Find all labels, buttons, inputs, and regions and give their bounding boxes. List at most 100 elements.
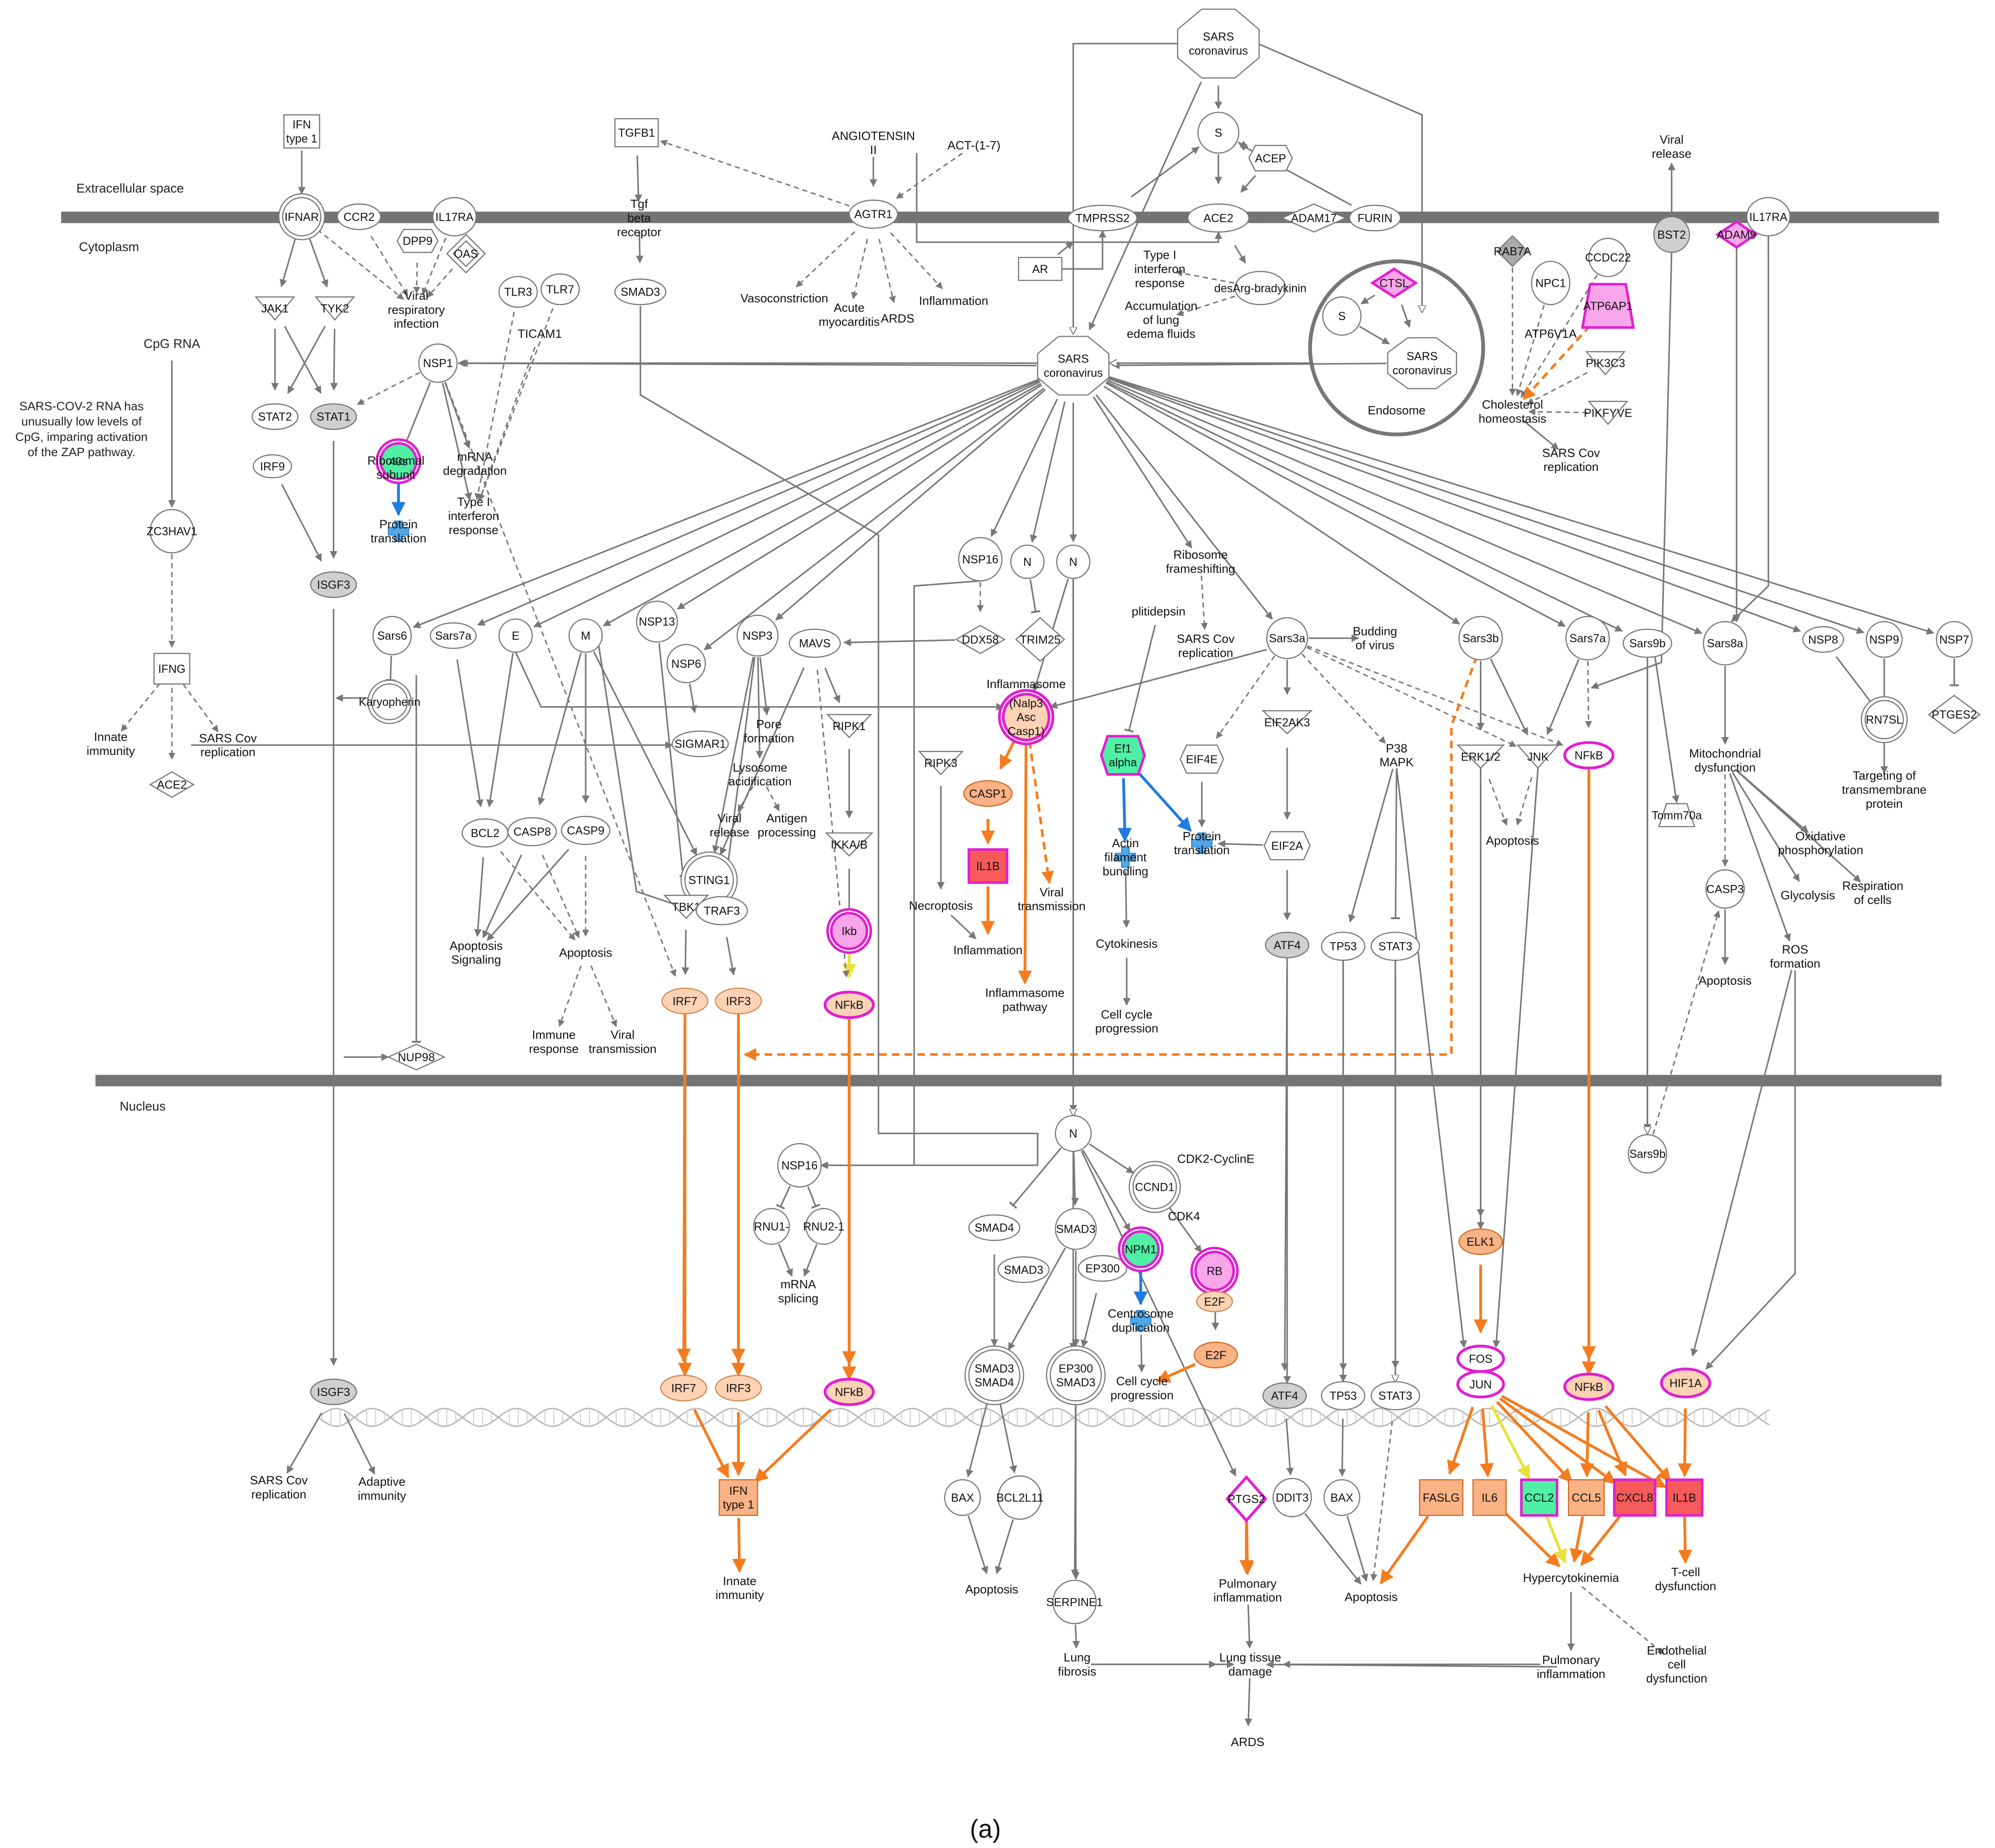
node-ddit3: DDIT3 [1272, 1478, 1312, 1517]
node-label: EP300 [1085, 1263, 1120, 1275]
node-n1: N [1010, 544, 1045, 579]
node-nsp9: NSP9 [1865, 621, 1903, 658]
node-label: Apoptosis [1698, 974, 1752, 987]
node-shape-oval [432, 197, 477, 237]
edge-ef1-to-actin [1117, 778, 1132, 842]
node-atf4_c: ATF4 [1265, 932, 1310, 958]
node-label: replication [1544, 460, 1599, 474]
edge-sars_mid-to-nsp16_c [991, 398, 1058, 537]
node-shape-hex [396, 229, 439, 253]
node-label: Casp1) [1008, 725, 1045, 738]
edge-nfkb_n2-to-il1b_n [1604, 1405, 1672, 1482]
edge-erk12-to-apo_r [1488, 778, 1508, 826]
edge-pulinfl1-to-lungdmg [1245, 1604, 1253, 1649]
node-shape-oval [1622, 629, 1673, 658]
node-label: coronavirus [1393, 364, 1452, 377]
node-rnu2: RNU2-1 [803, 1208, 844, 1245]
edge-npc1-to-cholest [1515, 304, 1545, 397]
node-label: subunit [376, 468, 416, 481]
node-shape-oval [1563, 741, 1615, 770]
node-smad3_n: SMAD3 [1055, 1208, 1097, 1250]
node-label: CCL5 [1572, 1492, 1601, 1504]
node-label: OAS [454, 248, 478, 261]
node-shape-oval [715, 1374, 762, 1402]
node-sars7a_l: Sars7a [429, 622, 477, 649]
node-label: Pore [756, 717, 782, 731]
node-shape-oval [310, 571, 357, 598]
edge-agtr1-to-acutemyo [851, 238, 868, 300]
node-shape-circle [666, 644, 706, 683]
node-shape-oval [310, 1379, 357, 1405]
node-shape-dcircle [1122, 1230, 1160, 1269]
node-bcl2: BCL2 [461, 818, 509, 848]
route-hif1a-from-ros [1705, 970, 1796, 1370]
node-shape-tri [825, 832, 874, 857]
node-label: CASP3 [1706, 883, 1744, 896]
edge-s_endo-to-sars_endo [1359, 326, 1390, 345]
node-stat3_c: STAT3 [1371, 932, 1420, 961]
node-label: IL1B [1673, 1492, 1696, 1504]
node-label: NSP13 [639, 616, 675, 629]
route-nsp16-cyto-to-nsp16-nuc [820, 580, 980, 1169]
edge-ef1-to-prottrans_m [1137, 771, 1192, 832]
node-sars9b_n: Sars9b [1627, 1134, 1667, 1174]
node-shape-oval [1321, 932, 1366, 961]
edge-bax_l-to-apo_n1 [968, 1515, 989, 1575]
node-shape-circle [998, 1475, 1042, 1520]
edge-sars_mid-to-nsp3 [775, 389, 1046, 621]
node-shape-dcircle [1050, 1349, 1102, 1402]
node-shape-rect [1665, 1478, 1704, 1517]
node-shape-tri [314, 296, 356, 321]
node-furin: FURIN [1349, 204, 1401, 232]
node-shape-oval [1078, 1255, 1128, 1282]
node-eif4e: EIF4E [1179, 744, 1224, 774]
node-label: CCR2 [344, 211, 375, 224]
node-label: TGFB1 [618, 127, 655, 140]
node-label: S [1215, 127, 1223, 140]
node-shape-oval [661, 987, 709, 1015]
node-label: E2F [1204, 1296, 1225, 1308]
node-casp3: CASP3 [1705, 869, 1745, 909]
node-label: myocarditis [819, 315, 880, 329]
node-tlr3: TLR3 [498, 276, 538, 308]
node-label: TICAM1 [517, 327, 562, 341]
node-n2: N [1056, 544, 1091, 579]
node-label: IFN [292, 119, 311, 131]
edge-sars_mid-to-sars7a_l [477, 380, 1040, 626]
node-label: E2F [1205, 1349, 1227, 1362]
node-shape-circle [1055, 1115, 1092, 1152]
edge-tgfb1-to-tgfbr [635, 155, 642, 202]
node-label: Inflammation [919, 294, 988, 308]
node-ar: AR [1018, 257, 1063, 281]
node-shape-circle [1936, 621, 1973, 658]
edge-mitodys-to-ros [1729, 773, 1791, 942]
node-shape-tri [1456, 744, 1505, 769]
edge-n1-to-trim25 [1029, 579, 1040, 614]
node-shape-oval [823, 991, 875, 1019]
node-label: SARS Cov [1177, 632, 1235, 646]
node-label: PIKFYVE [1584, 407, 1632, 420]
node-label: PIK3C3 [1585, 357, 1625, 370]
edge-p38-to-stat3_c [1391, 769, 1401, 920]
node-shape-circle [1565, 616, 1610, 660]
node-ripk1: RIPK1 [826, 714, 873, 738]
node-zc3hav1: ZC3HAV1 [147, 509, 197, 554]
node-bst2: BST2 [1653, 216, 1690, 253]
node-label: ACEP [1255, 153, 1286, 165]
node-label: N [1069, 1128, 1077, 1140]
edge-nsp6-to-sigmar1 [689, 683, 698, 713]
node-shape-circle [1056, 544, 1091, 579]
edge-irf7_n-to-ifn1_n [693, 1409, 730, 1479]
node-shape-diamond [1496, 235, 1529, 267]
edge-ifnar-to-jak1 [279, 236, 297, 287]
node-shape-dcircle [379, 442, 418, 481]
node-shape-hex [1263, 831, 1311, 861]
node-label: SMAD3 [1056, 1224, 1096, 1236]
node-shape-diamond [1928, 695, 1981, 735]
node-label: PTGS2 [1228, 1493, 1265, 1506]
